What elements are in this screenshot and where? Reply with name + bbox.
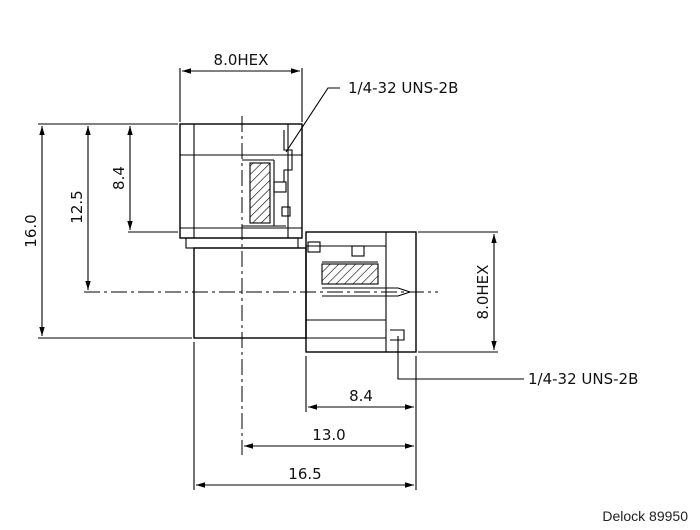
dim-height-total: 16.0 — [22, 214, 40, 247]
center-lines — [84, 116, 438, 455]
main-body — [193, 247, 307, 339]
dim-width-total: 16.5 — [288, 465, 321, 483]
dim-hex-right: 8.0HEX — [474, 265, 492, 320]
dim-height-hex: 8.4 — [110, 166, 128, 190]
dim-hex-top: 8.0HEX — [214, 51, 269, 69]
dim-thread-top: 1/4-32 UNS-2B — [348, 79, 458, 97]
dim-height-center: 12.5 — [68, 190, 86, 223]
dim-width-center: 13.0 — [312, 426, 345, 444]
dim-width-hex: 8.4 — [349, 387, 373, 405]
dimension-lines — [39, 68, 497, 488]
product-credit: Delock 89950 — [602, 508, 688, 524]
extension-lines — [38, 68, 524, 490]
top-connector — [179, 123, 303, 249]
dim-thread-right: 1/4-32 UNS-2B — [528, 370, 638, 388]
